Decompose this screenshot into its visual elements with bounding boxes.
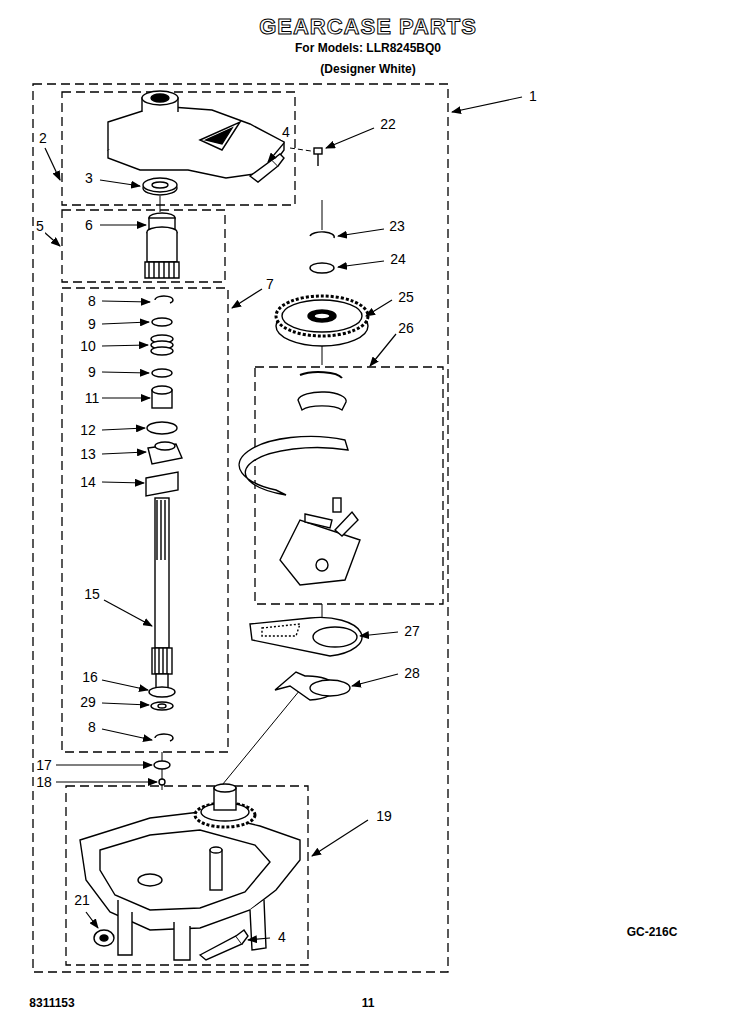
callout-number: 19: [375, 808, 393, 824]
callout-number: 24: [389, 251, 407, 267]
callout-number: 5: [35, 218, 45, 234]
callout-number: 2: [38, 130, 48, 146]
callout-number: 26: [397, 320, 415, 336]
callout-number: 15: [83, 586, 101, 602]
callout-number: 4: [281, 124, 291, 140]
callout-number: 29: [79, 694, 97, 710]
callout-number: 28: [403, 665, 421, 681]
callout-number: 13: [79, 446, 97, 462]
callout-number: 10: [79, 338, 97, 354]
callout-number: 6: [84, 217, 94, 233]
callout-number: 9: [87, 316, 97, 332]
callout-number: 9: [87, 364, 97, 380]
callout-number: 7: [265, 276, 275, 292]
callout-number: 27: [403, 623, 421, 639]
model-color: (Designer White): [319, 61, 416, 77]
document-number: 8311153: [28, 995, 75, 1011]
page-number: 11: [361, 995, 376, 1011]
callout-number: 25: [397, 289, 415, 305]
callout-number: 17: [35, 757, 53, 773]
callout-number: 8: [87, 719, 97, 735]
page-title: GEARCASE PARTS: [259, 14, 477, 40]
callout-number: 23: [388, 218, 406, 234]
callout-number: 18: [35, 774, 53, 790]
callout-number: 14: [79, 474, 97, 490]
callout-number: 11: [84, 390, 101, 406]
callout-number: 12: [79, 422, 97, 438]
callout-number: 21: [73, 892, 91, 908]
callout-number: 4: [277, 929, 287, 945]
model-number: For Models: LLR8245BQ0: [294, 40, 442, 56]
callout-number: 3: [84, 170, 94, 186]
drawing-code: GC-216C: [626, 924, 679, 940]
callout-number: 22: [379, 116, 397, 132]
callout-number: 1: [528, 88, 538, 104]
callout-number: 8: [87, 293, 97, 309]
callout-number: 16: [81, 669, 99, 685]
